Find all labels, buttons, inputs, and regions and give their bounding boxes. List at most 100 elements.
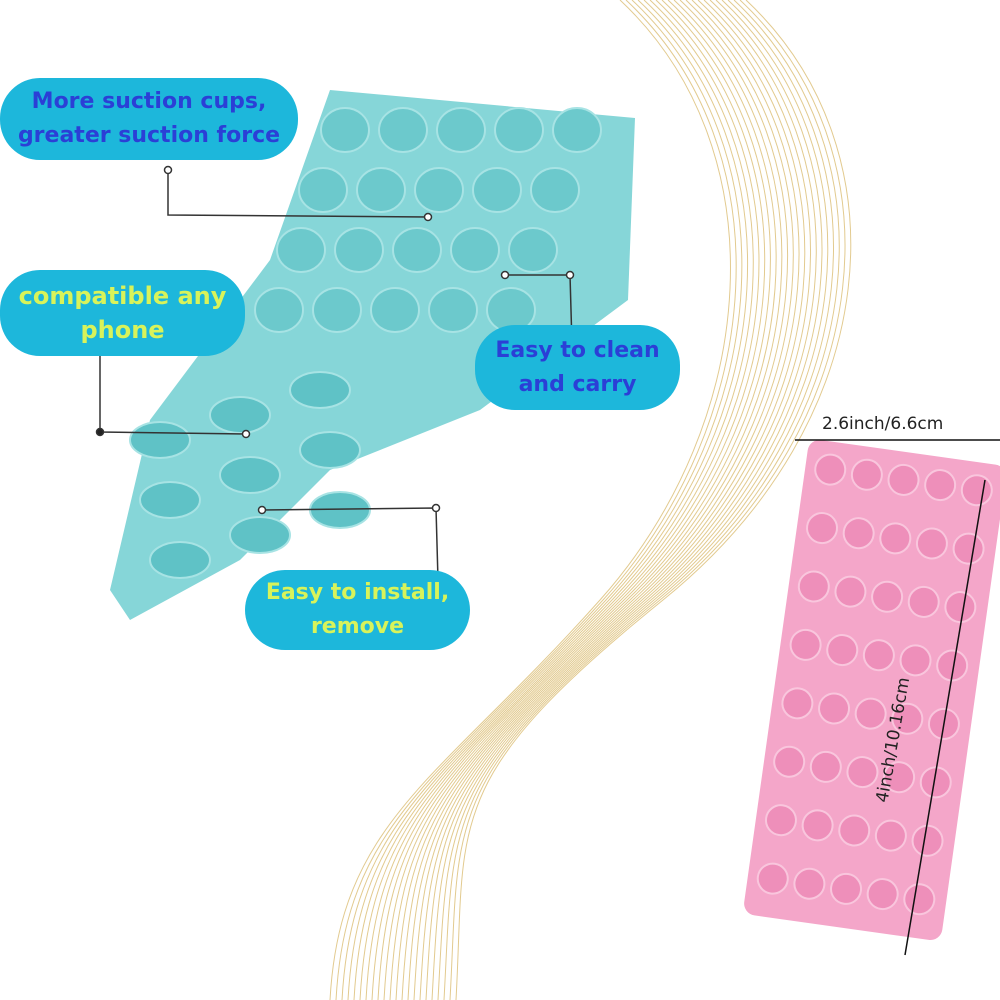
suction-cup (299, 431, 361, 469)
suction-cup (838, 814, 871, 847)
suction-cup (907, 585, 940, 618)
suction-cup (842, 517, 875, 550)
suction-cup (789, 628, 822, 661)
suction-cup (254, 287, 304, 333)
suction-cup (428, 287, 478, 333)
suction-cup (312, 287, 362, 333)
suction-cup (139, 481, 201, 519)
suction-cup (414, 167, 464, 213)
suction-cup (830, 872, 863, 905)
suction-cup (919, 766, 952, 799)
suction-cup (289, 371, 351, 409)
suction-cup (392, 227, 442, 273)
suction-cup (866, 878, 899, 911)
dimension-lines (795, 439, 1000, 956)
suction-cup (781, 687, 814, 720)
swirl-line (371, 0, 771, 1000)
suction-cup (846, 756, 879, 789)
suction-cup (356, 167, 406, 213)
callout-compatible-text: compatible any phone (18, 282, 227, 344)
suction-cup (450, 227, 500, 273)
swirl-line (443, 0, 840, 1000)
suction-cup (826, 634, 859, 667)
suction-cup (871, 580, 904, 613)
suction-cup (806, 512, 839, 545)
swirl-line (329, 0, 731, 1000)
swirl-line (341, 0, 743, 1000)
suction-cup (436, 107, 486, 153)
suction-cup (472, 167, 522, 213)
swirl-line (377, 0, 777, 1000)
swirl-line (347, 0, 749, 1000)
swirl-line (389, 0, 788, 1000)
swirl-line (395, 0, 794, 1000)
suction-cup (944, 591, 977, 624)
suction-cup (936, 649, 969, 682)
swirl-line (359, 0, 760, 1000)
suction-cup (854, 697, 887, 730)
teal-suction-mat (110, 90, 635, 620)
suction-cup (850, 458, 883, 491)
suction-cup (887, 463, 920, 496)
suction-cup (862, 639, 895, 672)
suction-cup (818, 692, 851, 725)
swirl-line (335, 0, 737, 1000)
callout-clean-text: Easy to clean and carry (495, 337, 660, 397)
suction-cup (209, 396, 271, 434)
suction-cup (903, 883, 936, 916)
suction-cup (320, 107, 370, 153)
callout-install-text: Easy to install, remove (265, 580, 450, 639)
suction-cup (809, 750, 842, 783)
suction-cup (552, 107, 602, 153)
suction-cup (883, 761, 916, 794)
suction-cup (530, 167, 580, 213)
swirl-line (455, 0, 852, 1000)
swirl-line (449, 0, 846, 1000)
suction-cup (276, 227, 326, 273)
suction-cup (149, 541, 211, 579)
suction-cup (814, 453, 847, 486)
suction-cup (378, 107, 428, 153)
suction-cup (879, 522, 912, 555)
suction-cup (508, 227, 558, 273)
callout-connectors (95, 165, 575, 585)
swirl-line (383, 0, 783, 1000)
width-dimension-label: 2.6inch/6.6cm (822, 414, 944, 434)
swirl-line (401, 0, 800, 1000)
suction-cup (764, 804, 797, 837)
swirl-line (365, 0, 766, 1000)
swirl-line (407, 0, 806, 1000)
suction-cup (756, 862, 789, 895)
suction-cup (952, 532, 985, 565)
suction-cup (899, 644, 932, 677)
suction-cup (334, 227, 384, 273)
suction-cup (915, 527, 948, 560)
swirl-line (425, 0, 823, 1000)
suction-cup (229, 516, 291, 554)
callout-suction: More suction cups, greater suction force (0, 78, 298, 160)
suction-cup (494, 107, 544, 153)
suction-cup (793, 867, 826, 900)
suction-cup (797, 570, 830, 603)
suction-cup (298, 167, 348, 213)
callout-suction-text: More suction cups, greater suction force (17, 89, 281, 148)
callout-compatible: compatible any phone (0, 270, 245, 356)
callout-clean: Easy to clean and carry (475, 325, 680, 410)
suction-cup (801, 809, 834, 842)
swirl-line (413, 0, 811, 1000)
swirl-line (419, 0, 817, 1000)
swirl-line (437, 0, 834, 1000)
suction-cup (370, 287, 420, 333)
suction-cup (874, 819, 907, 852)
pink-suction-mat (744, 439, 1000, 941)
suction-cup (834, 575, 867, 608)
suction-cup (911, 824, 944, 857)
swirl-line (353, 0, 754, 1000)
suction-cup (219, 456, 281, 494)
gold-swirl-lines (329, 0, 852, 1000)
suction-cup (891, 702, 924, 735)
suction-cup (773, 745, 806, 778)
swirl-line (431, 0, 829, 1000)
suction-cup (924, 469, 957, 502)
